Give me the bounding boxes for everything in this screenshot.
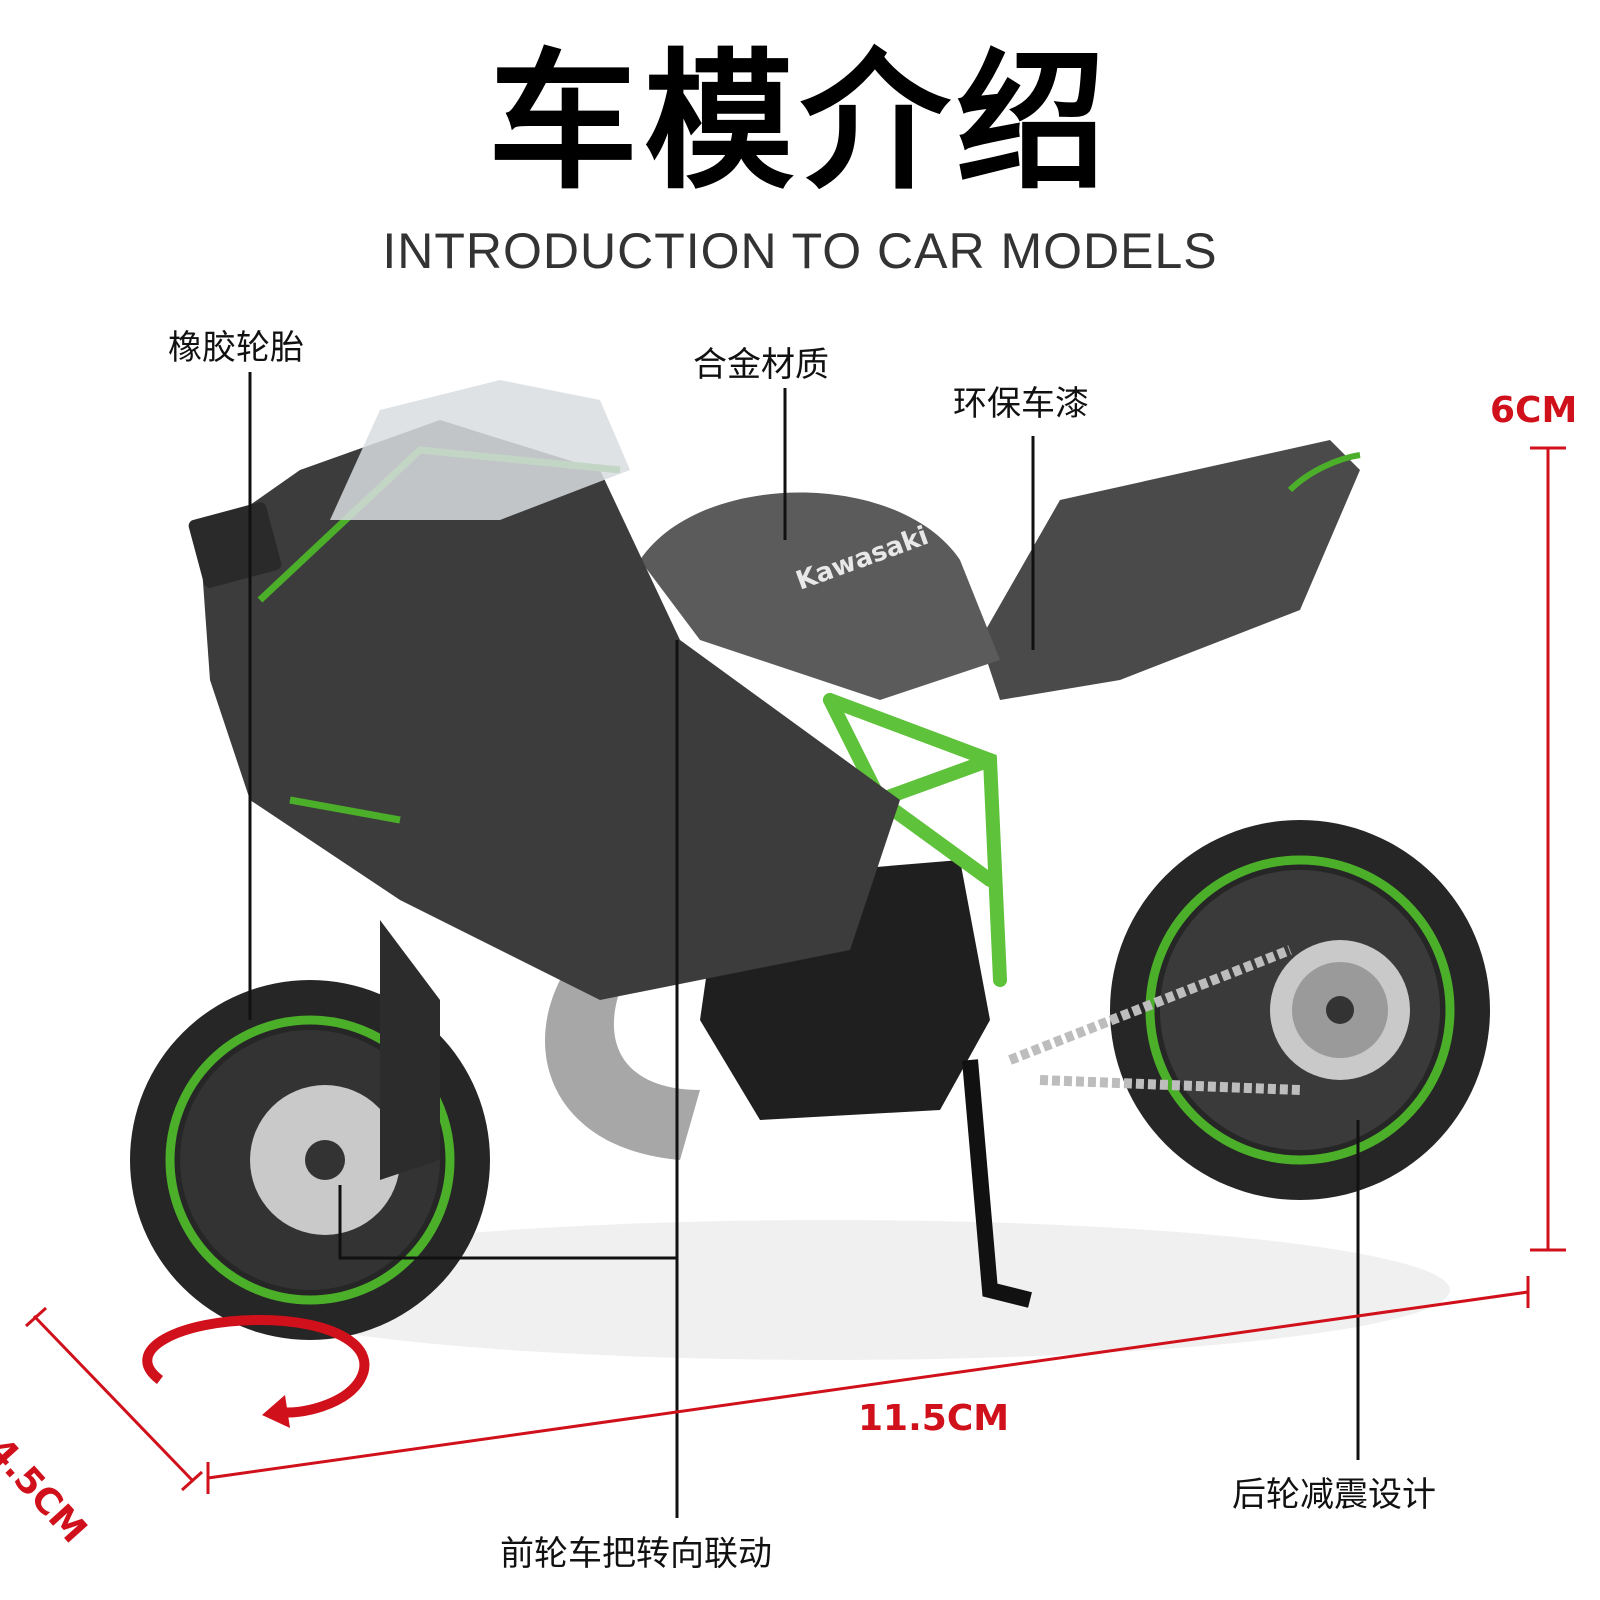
feature-label-alloy: 合金材质 bbox=[693, 345, 829, 385]
rear-wheel bbox=[1110, 820, 1490, 1200]
length-dimension bbox=[206, 1276, 1530, 1494]
floor-shadow bbox=[210, 1220, 1450, 1360]
seat-tail bbox=[980, 440, 1360, 700]
front-fairing bbox=[200, 420, 900, 1000]
feature-label-tires: 橡胶轮胎 bbox=[168, 328, 304, 368]
feature-label-paint: 环保车漆 bbox=[953, 384, 1089, 424]
height-dimension bbox=[1530, 446, 1566, 1252]
front-fork bbox=[380, 920, 440, 1180]
dimension-height: 6CM bbox=[1490, 390, 1578, 431]
callout-lines bbox=[248, 372, 1360, 1518]
rotation-arrow bbox=[142, 1314, 370, 1418]
feature-label-rear-shock: 后轮减震设计 bbox=[1232, 1475, 1436, 1515]
drive-chain bbox=[1008, 945, 1301, 1095]
dimension-length: 11.5CM bbox=[858, 1398, 1010, 1439]
feature-label-steering: 前轮车把转向联动 bbox=[500, 1534, 772, 1574]
windscreen bbox=[330, 380, 630, 520]
exhaust-pipes bbox=[545, 980, 700, 1160]
kickstand bbox=[962, 1059, 1032, 1308]
mirror bbox=[188, 502, 282, 588]
width-dimension bbox=[24, 1306, 204, 1492]
page-subtitle: INTRODUCTION TO CAR MODELS bbox=[382, 223, 1218, 279]
page-title: 车模介绍 bbox=[487, 36, 1112, 210]
fuel-tank bbox=[640, 492, 1000, 700]
